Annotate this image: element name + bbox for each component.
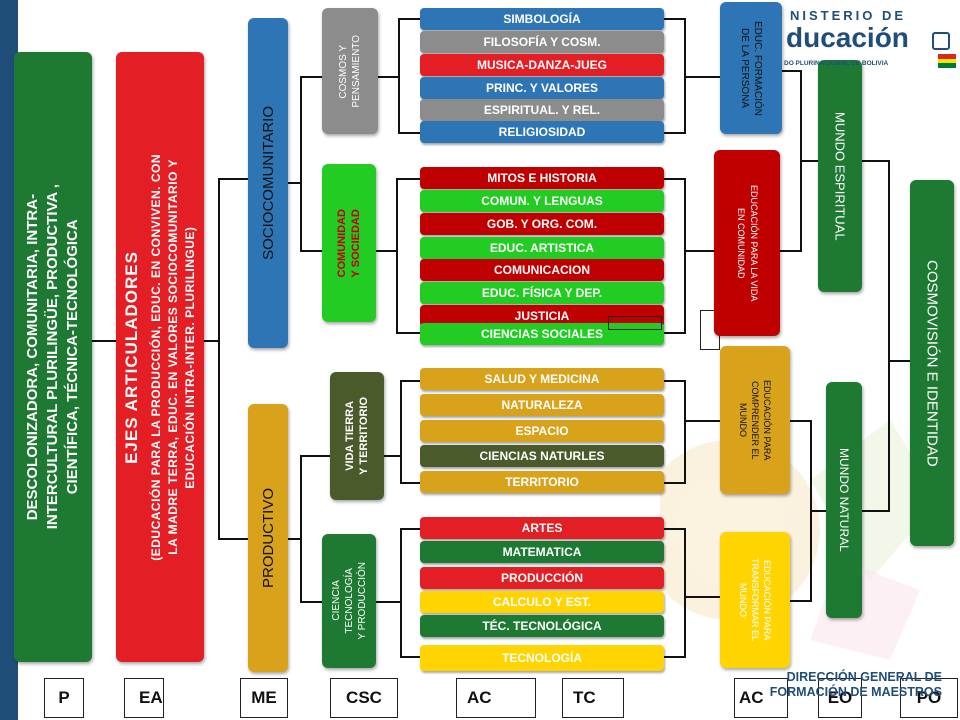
area-item: MITOS E HISTORIA	[420, 167, 664, 189]
footer-org-line1: DIRECCIÓN GENERAL DE	[786, 670, 942, 684]
mundo-espiritual-box: MUNDO ESPIRITUAL	[818, 60, 862, 292]
area-item: TÉC. TECNOLÓGICA	[420, 615, 664, 637]
area-item: GOB. Y ORG. COM.	[420, 213, 664, 235]
area-item: TERRITORIO	[420, 471, 664, 493]
area-item: EDUC. FÍSICA Y DEP.	[420, 282, 664, 304]
nav-item[interactable]: AC	[456, 678, 536, 718]
nav-item[interactable]: EA	[124, 678, 164, 718]
productivo-label: PRODUCTIVO	[259, 487, 277, 588]
area-item: SIMBOLOGÍA	[420, 8, 664, 30]
sociocomunitario-box: SOCIOCOMUNITARIO	[248, 18, 288, 348]
ministry-logo: NISTERIO DE ducación DO PLURINACIONAL DE…	[782, 4, 960, 70]
comunidad-sociedad-box: COMUNIDAD Y SOCIEDAD	[322, 164, 376, 322]
area-item: COMUNICACION	[420, 259, 664, 281]
area-item: NATURALEZA	[420, 394, 664, 416]
mundo-espiritual-label: MUNDO ESPIRITUAL	[832, 111, 848, 241]
sociocomunitario-label: SOCIOCOMUNITARIO	[259, 106, 277, 260]
area-item: PRINC. Y VALORES	[420, 77, 664, 99]
cosmos-pensamiento-label: COSMOS Y PENSAMIENTO	[338, 34, 362, 108]
outline-marker	[608, 316, 662, 330]
area-item: EDUC. ARTISTICA	[420, 237, 664, 259]
ejes-articuladores-box: EJES ARTICULADORES (EDUCACIÓN PARA LA PR…	[116, 52, 204, 662]
area-item: ARTES	[420, 517, 664, 539]
area-item: ESPIRITUAL. Y REL.	[420, 99, 664, 121]
cosmos-pensamiento-box: COSMOS Y PENSAMIENTO	[322, 8, 378, 134]
nav-item[interactable]: EO	[818, 678, 862, 718]
ciencia-tecnologia-box: CIENCIA TECNOLOGÍA Y PRODUCCIÓN	[322, 534, 376, 668]
area-item: CALCULO Y EST.	[420, 591, 664, 613]
logo-main-text: ducación	[786, 22, 909, 53]
area-item: SALUD Y MEDICINA	[420, 368, 664, 390]
mundo-natural-label: MUNDO NATURAL	[837, 448, 851, 552]
area-item: JUSTICIA	[420, 305, 664, 327]
area-item: MUSICA-DANZA-JUEG	[420, 54, 664, 76]
educ-comunidad-box: EDUCACIÓN PARA LA VIDA EN COMUNIDAD	[714, 150, 780, 336]
area-item: MATEMATICA	[420, 541, 664, 563]
nav-item[interactable]: ME	[240, 678, 288, 718]
comunidad-sociedad-label: COMUNIDAD Y SOCIEDAD	[336, 208, 362, 278]
area-item: CIENCIAS SOCIALES	[420, 323, 664, 345]
area-item: PRODUCCIÓN	[420, 567, 664, 589]
nav-item[interactable]: TC	[562, 678, 624, 718]
cosmovision-identidad-label: COSMOVISIÓN E IDENTIDAD	[923, 259, 941, 467]
nav-item[interactable]: P	[44, 678, 84, 718]
educ-transformar-label: EDUCACIÓN PARA TRANSFORMAR EL MUNDO	[738, 558, 772, 642]
cosmovision-identidad-box: COSMOVISIÓN E IDENTIDAD	[910, 180, 954, 546]
logo-top-text: NISTERIO DE	[790, 8, 907, 23]
bolivia-flag-icon	[938, 54, 956, 68]
footer-org-text: DIRECCIÓN GENERAL DE FORMACIÓN DE MAESTR…	[740, 670, 960, 700]
mundo-natural-box: MUNDO NATURAL	[826, 382, 862, 618]
nav-item[interactable]: AC	[734, 678, 788, 718]
footer-org-line2: FORMACIÓN DE MAESTROS	[769, 685, 942, 699]
educ-comunidad-label: EDUCACIÓN PARA LA VIDA EN COMUNIDAD	[736, 184, 759, 302]
vida-tierra-territorio-label: VIDA TIERRA Y TERRITORIO	[344, 397, 370, 475]
productivo-box: PRODUCTIVO	[248, 404, 288, 672]
main-principles-box: DESCOLONIZADORA, COMUNITARIA, INTRA- INT…	[14, 52, 92, 662]
main-principles-text: DESCOLONIZADORA, COMUNITARIA, INTRA- INT…	[24, 184, 81, 530]
area-item: COMUN. Y LENGUAS	[420, 190, 664, 212]
educ-transformar-box: EDUCACIÓN PARA TRANSFORMAR EL MUNDO	[720, 532, 790, 668]
ejes-articuladores-text: (EDUCACIÓN PARA LA PRODUCCIÓN, EDUC. EN …	[148, 153, 197, 561]
vida-tierra-territorio-box: VIDA TIERRA Y TERRITORIO	[330, 372, 384, 500]
educ-persona-label: EDUC. FORMACIÓN DE LA PERSONA	[739, 20, 763, 116]
nav-item[interactable]: CSC	[330, 678, 398, 718]
logo-sub-text: DO PLURINACIONAL DE BOLIVIA	[784, 60, 889, 67]
educ-persona-box: EDUC. FORMACIÓN DE LA PERSONA	[720, 2, 782, 134]
area-item: ESPACIO	[420, 420, 664, 442]
nav-item[interactable]: PO	[900, 678, 958, 718]
ciencia-tecnologia-label: CIENCIA TECNOLOGÍA Y PRODUCCIÓN	[330, 562, 368, 640]
left-edge-decoration	[0, 0, 18, 720]
area-item: FILOSOFÍA Y COSM.	[420, 31, 664, 53]
area-item: CIENCIAS NATURLES	[420, 445, 664, 467]
educ-comprender-label: EDUCACIÓN PARA COMPRENDER EL MUNDO	[738, 379, 772, 461]
logo-mark-icon	[932, 32, 950, 50]
area-item: TECNOLOGÍA	[420, 645, 664, 671]
educ-comprender-box: EDUCACIÓN PARA COMPRENDER EL MUNDO	[720, 346, 790, 494]
area-item: RELIGIOSIDAD	[420, 121, 664, 143]
ejes-articuladores-title: EJES ARTICULADORES	[121, 250, 141, 464]
